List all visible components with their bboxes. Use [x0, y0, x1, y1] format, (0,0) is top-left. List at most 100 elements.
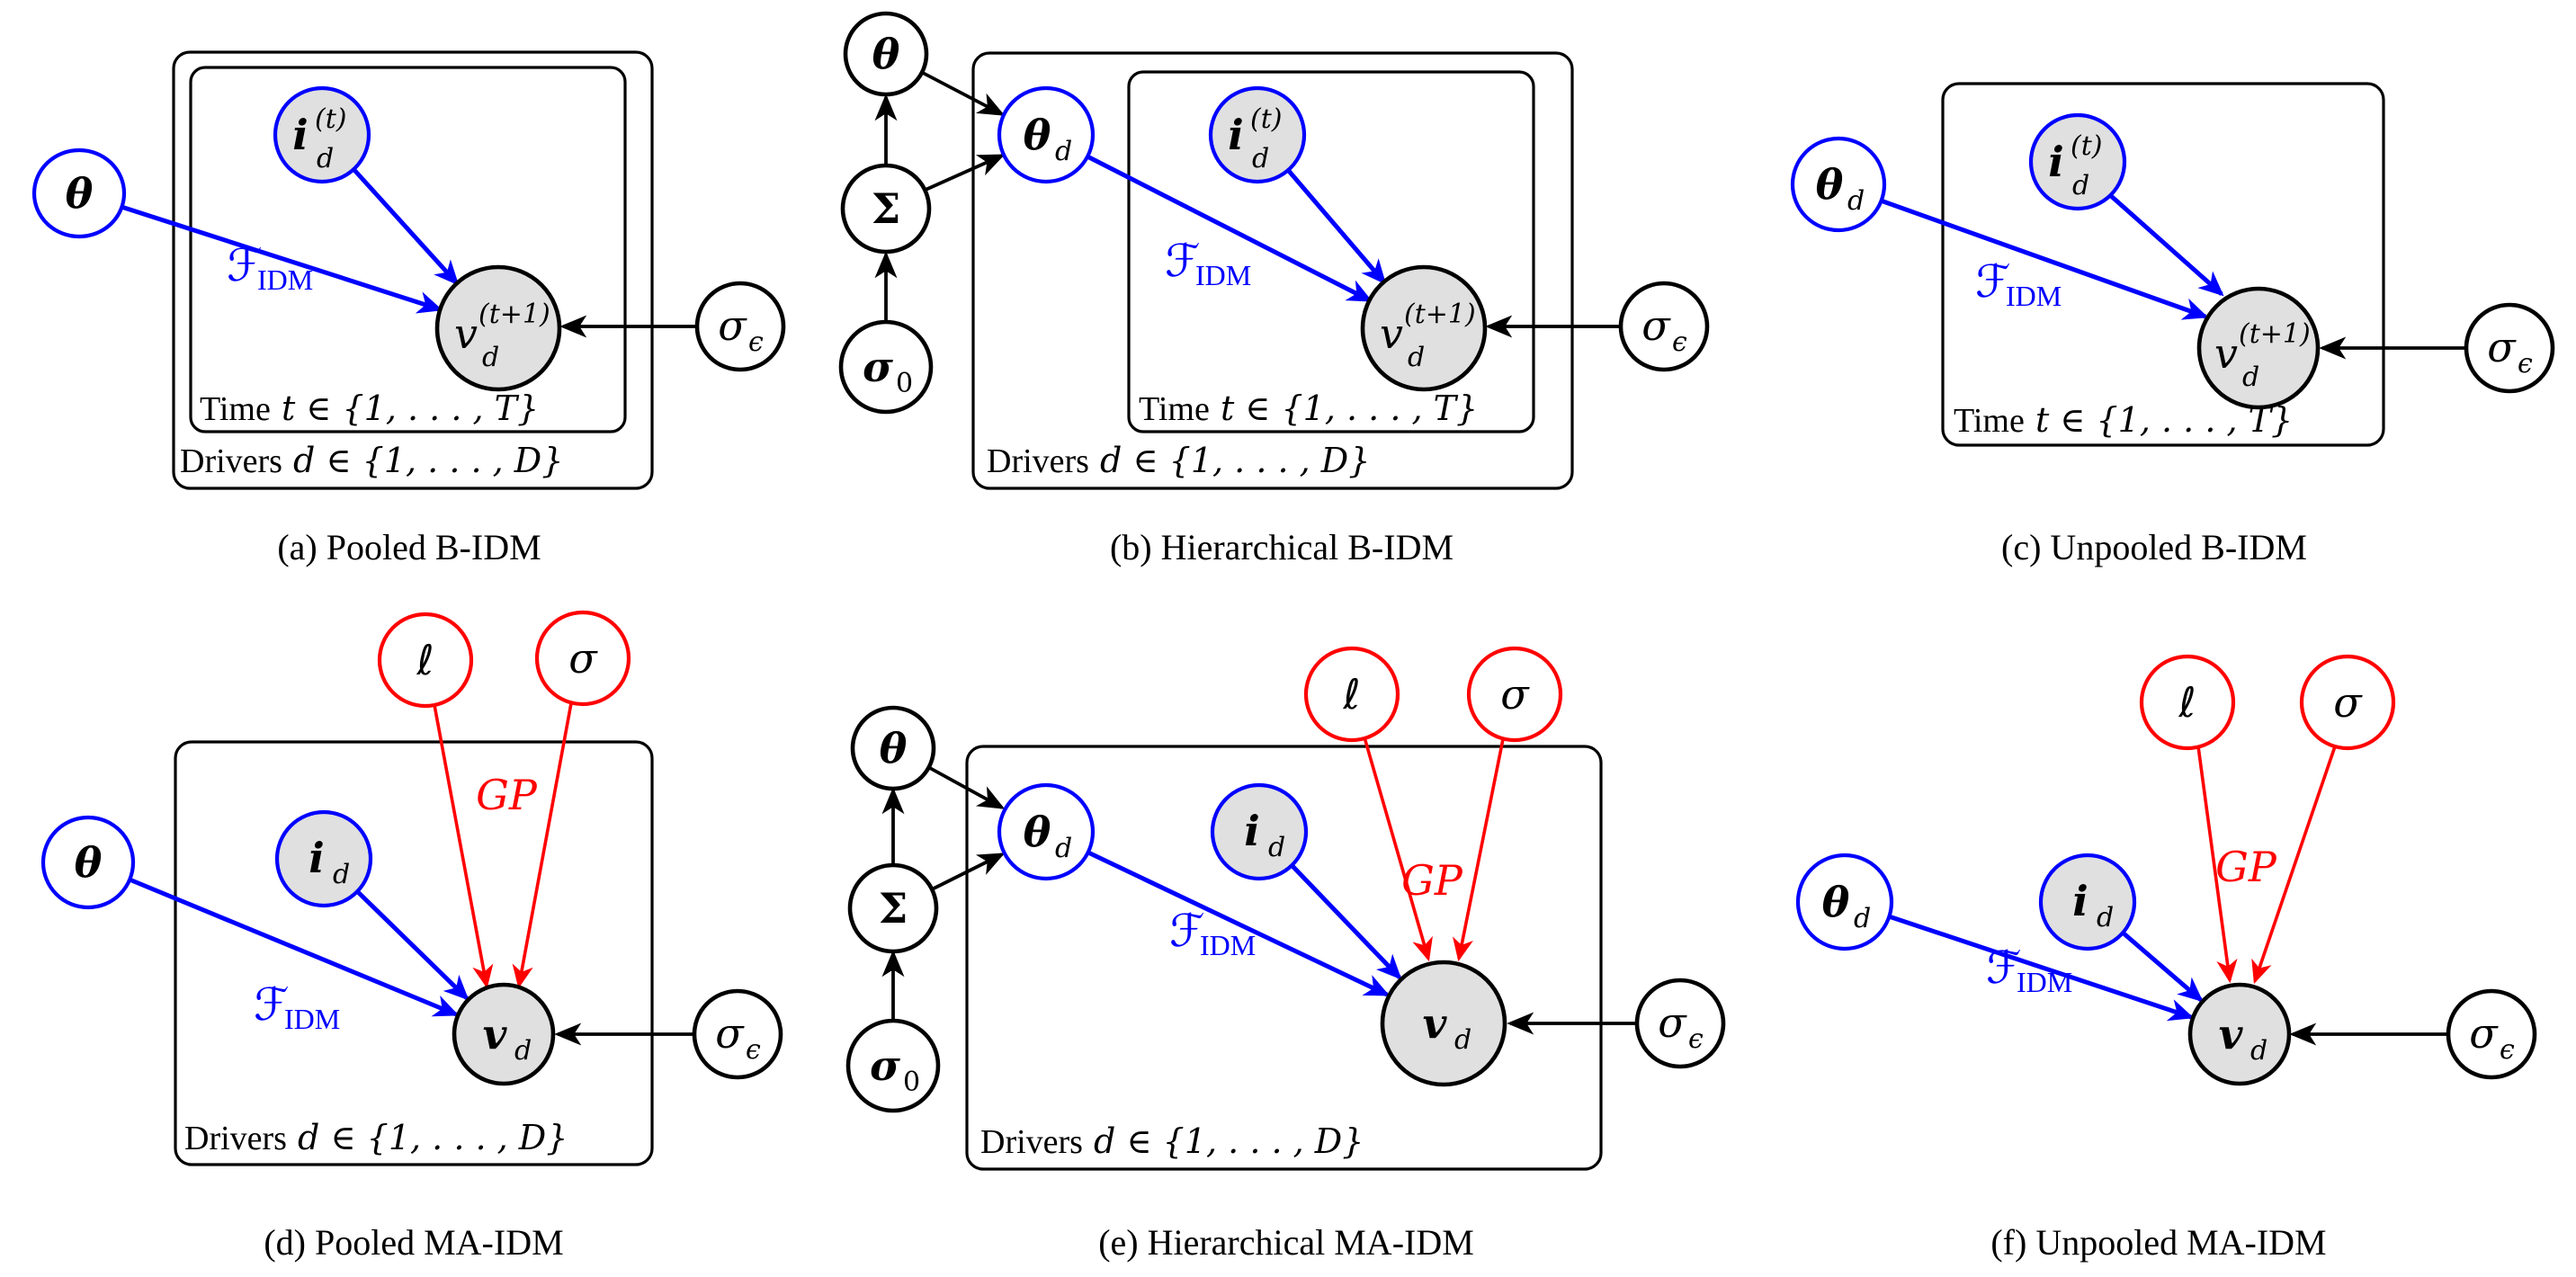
node-i-sub: d — [1252, 143, 1269, 174]
node-v-sub: d — [1454, 1024, 1471, 1056]
node-ell — [1303, 646, 1400, 743]
edge-label-f-idm: ℱ — [1975, 255, 2010, 308]
diagram-pooled-b-idm: θ i (t) d v (t+1) d σ ϵ ℱ IDM Time t ∈ {… — [31, 50, 786, 567]
drivers-plate — [971, 51, 1574, 490]
node-Sigma — [847, 862, 939, 954]
edge-sigma-to-v — [2251, 746, 2337, 985]
time-plate-label-math: t ∈ {1, . . . , T} — [2025, 400, 2293, 440]
drivers-plate — [965, 745, 1603, 1171]
node-sigma-eps — [694, 281, 786, 372]
node-ell-label: ℓ — [416, 636, 434, 684]
node-sigma-eps-sub: ϵ — [1672, 326, 1687, 358]
node-Sigma-label: Σ — [879, 884, 908, 933]
edge-theta-d-to-v — [1086, 154, 1373, 303]
drivers-plate-label: Drivers d ∈ {1, . . . , D} — [987, 441, 1370, 480]
node-v-sup: (t+1) — [2239, 318, 2311, 350]
node-theta-d — [997, 85, 1096, 184]
node-i-main: i — [1244, 807, 1259, 855]
drivers-plate-label-prefix: Drivers — [180, 442, 282, 480]
caption-c: (c) Unpooled B-IDM — [2001, 527, 2307, 567]
node-theta-label: θ — [75, 838, 103, 887]
node-sigma0 — [845, 1018, 941, 1113]
drivers-plate-label: Drivers d ∈ {1, . . . , D} — [180, 441, 563, 480]
node-v — [1360, 264, 1488, 392]
time-plate — [1941, 82, 2385, 447]
edge-theta-d-to-v — [1888, 914, 2195, 1022]
drivers-plate-label-prefix: Drivers — [184, 1120, 287, 1157]
node-ell-label: ℓ — [2178, 678, 2196, 727]
edge-label-f-idm: ℱ — [1986, 942, 2021, 994]
node-theta — [40, 815, 136, 910]
node-sigma-eps — [2464, 302, 2555, 394]
edge-theta-d-to-v — [1087, 850, 1391, 997]
diagram-unpooled-b-idm: θ d i (t) d v (t+1) d σ ϵ ℱ IDM Time t ∈… — [1790, 82, 2555, 567]
node-sigma0-main: σ — [870, 1041, 900, 1090]
node-v — [452, 982, 556, 1086]
node-theta-label: θ — [872, 30, 900, 78]
drivers-plate-label-math: d ∈ {1, . . . , D} — [1089, 441, 1370, 480]
node-sigma-eps-sub: ϵ — [2518, 348, 2533, 380]
node-sigma-eps-sub: ϵ — [1688, 1023, 1704, 1055]
node-ell-label: ℓ — [1342, 670, 1360, 719]
edge-label-f-idm-sub: IDM — [257, 263, 313, 296]
node-v-sub: d — [1408, 342, 1425, 373]
edge-label-f-idm: ℱ — [1165, 235, 1200, 287]
node-i-sub: d — [2097, 902, 2114, 933]
edge-label-f-idm: ℱ — [1169, 905, 1204, 957]
edge-i-to-v — [1290, 863, 1402, 980]
node-sigma-label: σ — [568, 634, 598, 683]
edge-label-f-idm-sub: IDM — [1195, 259, 1251, 291]
caption-f: (f) Unpooled MA-IDM — [1990, 1222, 2326, 1263]
time-plate-label: Time t ∈ {1, . . . , T} — [1139, 388, 1478, 428]
edge-ell-to-v — [433, 704, 494, 989]
node-sigma-eps-main: σ — [718, 301, 747, 350]
node-sigma-eps-sub: ϵ — [748, 326, 764, 358]
node-i-main: i — [1228, 111, 1243, 159]
node-Sigma-label: Σ — [872, 184, 901, 233]
node-v — [434, 264, 562, 392]
caption-b: (b) Hierarchical B-IDM — [1110, 527, 1453, 567]
edge-i-to-v — [352, 167, 460, 286]
node-sigma — [534, 610, 631, 707]
time-plate — [189, 66, 627, 433]
node-sigma-eps — [1634, 978, 1726, 1069]
node-ell — [377, 612, 474, 709]
edge-theta-to-theta-d — [927, 765, 1006, 809]
caption-a: (a) Pooled B-IDM — [277, 527, 541, 567]
edge-label-f-idm-sub: IDM — [284, 1003, 340, 1035]
node-v — [2196, 286, 2321, 410]
node-v — [2187, 982, 2292, 1086]
edge-theta-to-theta-d — [922, 71, 1006, 116]
edge-ell-to-v — [2196, 746, 2238, 984]
node-sigma0-sub: 0 — [903, 1067, 920, 1098]
node-v-sub: d — [2250, 1035, 2267, 1067]
node-v-sub: d — [514, 1035, 532, 1067]
node-sigma-eps-sub: ϵ — [2500, 1034, 2515, 1066]
edge-sigma-to-v — [512, 702, 573, 989]
drivers-plate-label-math: d ∈ {1, . . . , D} — [282, 441, 563, 480]
node-v-main: v — [2219, 1010, 2244, 1058]
node-sigma-eps — [1618, 281, 1710, 372]
node-theta-d — [1795, 853, 1894, 951]
time-plate — [1127, 70, 1535, 433]
caption-e: (e) Hierarchical MA-IDM — [1098, 1222, 1474, 1263]
node-i — [2028, 112, 2127, 211]
node-sigma0-sub: 0 — [896, 368, 913, 399]
node-theta-d-main: θ — [1024, 111, 1051, 159]
node-i-main: i — [2072, 877, 2088, 925]
node-theta-label: θ — [66, 169, 94, 218]
node-theta — [850, 705, 936, 791]
drivers-plate-label: Drivers d ∈ {1, . . . , D} — [184, 1118, 568, 1157]
edge-theta-d-to-v — [1880, 198, 2209, 320]
node-sigma — [2299, 654, 2396, 751]
node-v-sup: (t+1) — [479, 299, 550, 330]
edge-label-gp: GP — [2215, 843, 2277, 891]
edge-i-to-v — [2108, 193, 2224, 297]
time-plate-label-math: t ∈ {1, . . . , T} — [1210, 388, 1478, 428]
node-v-sub: d — [482, 342, 499, 373]
time-plate-label-prefix: Time — [1954, 402, 2025, 440]
node-theta-d-sub: d — [1055, 833, 1072, 864]
node-v-main: v — [1423, 999, 1448, 1048]
node-sigma — [1466, 646, 1563, 743]
node-sigma-eps-main: σ — [2487, 323, 2517, 371]
